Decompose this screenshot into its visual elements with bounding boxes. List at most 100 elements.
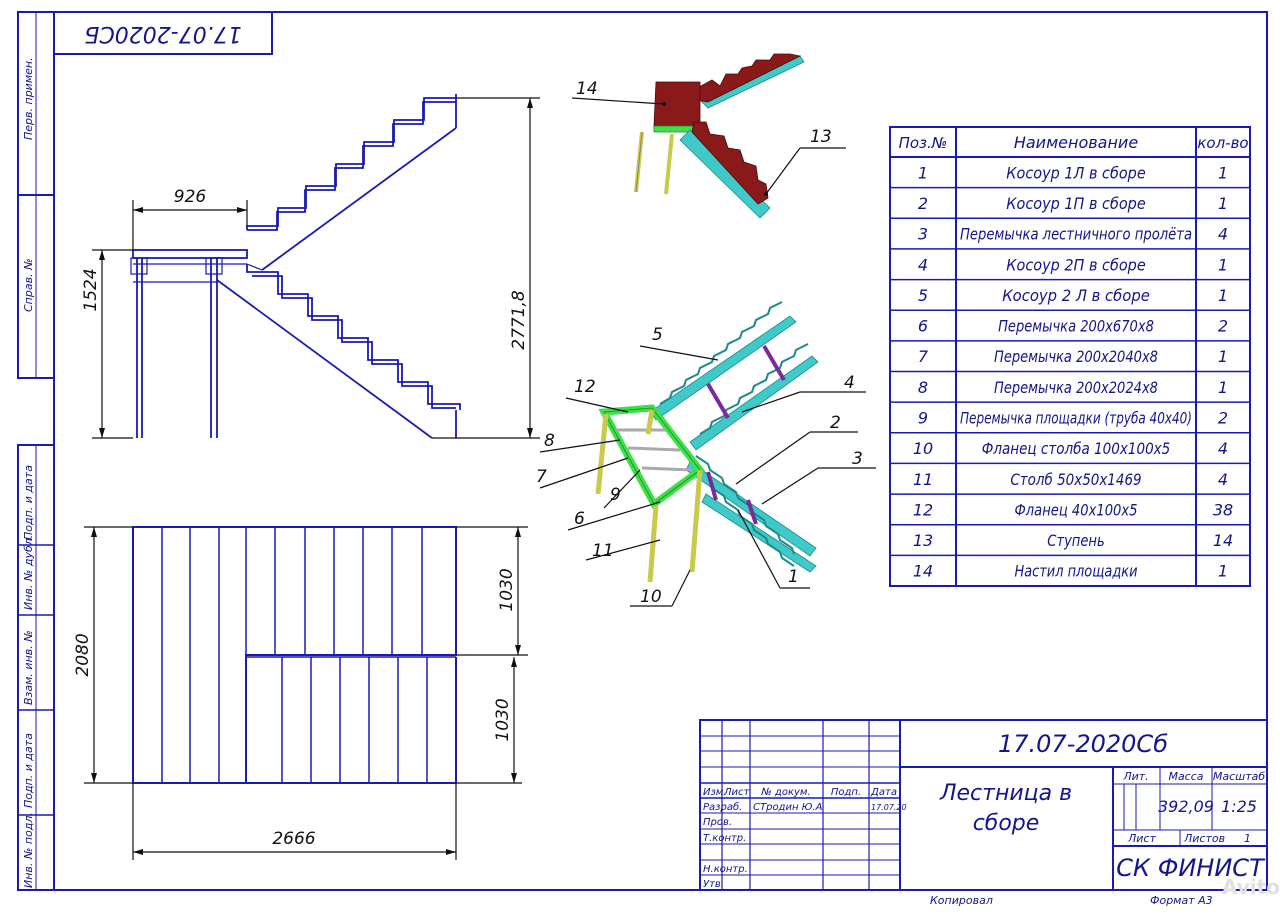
table-cell-qty: 1 [1218,163,1228,182]
callout-9: 9 [610,485,621,505]
tb-col-doc: № докум. [760,787,810,798]
table-cell-pos: 8 [918,378,928,397]
table-cell-pos: 13 [913,531,933,550]
tb-developer-name: СТродин Ю.А [753,802,823,813]
dim-plan-depth: 2080 [73,633,93,676]
table-cell-pos: 4 [918,255,928,274]
table-cell-name: Фланец столба 100х100х5 [982,439,1171,458]
dim-total-height: 2771,8 [509,290,529,350]
table-cell-pos: 9 [918,408,928,427]
table-cell-pos: 1 [918,163,928,182]
callout-13: 13 [810,127,832,147]
table-cell-name: Фланец 40х100х5 [1015,500,1138,519]
organization-name: СК ФИНИСТ [1116,854,1266,882]
margin-label: Взам. инв. № [22,630,35,705]
table-header-pos: Поз.№ [899,134,948,152]
table-cell-qty: 14 [1213,531,1233,550]
table-cell-name: Косоур 2П в сборе [1006,255,1146,274]
tb-role-check: Пров. [703,817,732,828]
plan-dimensions: 2080 1030 1030 2666 [73,526,528,860]
callout-12: 12 [574,377,596,397]
callout-5: 5 [652,325,663,345]
table-cell-qty: 4 [1218,470,1228,489]
dim-plan-length: 2666 [272,829,315,849]
avito-watermark: Avito [1222,875,1280,899]
tb-scale-label: Масштаб [1213,770,1265,783]
callout-14: 14 [576,79,598,99]
tb-role-tcontrol: Т.контр. [703,833,746,844]
isometric-view-top: 14 13 [571,53,846,219]
table-cell-qty: 38 [1213,500,1233,519]
drawing-title-line1: Лестница в [939,781,1072,806]
tb-sheets-label: Листов [1183,832,1225,845]
table-cell-qty: 1 [1218,286,1228,305]
tb-col-list: Лист [723,787,751,798]
callout-4: 4 [844,373,855,393]
table-cell-qty: 1 [1218,347,1228,366]
table-cell-qty: 1 [1218,255,1228,274]
tb-lit-label: Лит. [1122,770,1148,783]
table-cell-name: Настил площадки [1015,562,1138,581]
margin-label: Подп. и дата [22,465,35,540]
table-cell-pos: 7 [918,347,929,366]
callout-3: 3 [852,449,863,469]
footer-format: Формат А3 [1150,894,1213,907]
table-cell-name: Перемычка 200х670х8 [998,317,1154,336]
callout-6: 6 [574,509,585,529]
callout-10: 10 [640,587,662,607]
side-dimensions: 926 1524 2771,8 [81,97,540,439]
table-cell-qty: 2 [1218,317,1228,336]
tb-date-value: 17.07.20 [871,803,907,812]
table-cell-pos: 6 [918,317,928,336]
tb-scale-value: 1:25 [1221,797,1257,816]
tb-sheets-value: 1 [1244,832,1251,845]
table-cell-name: Столб 50х50х1469 [1010,470,1141,489]
table-cell-qty: 4 [1218,439,1228,458]
callout-2: 2 [830,413,841,433]
margin-label: Перв. примен. [22,57,35,140]
tb-col-sign: Подп. [831,787,861,798]
table-cell-name: Косоур 2 Л в сборе [1002,286,1150,305]
tb-col-izm: Изм. [703,787,727,798]
svg-text:17.07-2020СБ: 17.07-2020СБ [84,21,241,46]
tb-mass-value: 392,09 [1158,797,1214,816]
margin-label: Инв. № подл. [22,812,35,888]
margin-label: Подп. и дата [22,733,35,808]
doc-code-stamp: 17.07-2020СБ [53,11,273,55]
tb-role-developer: Разраб. [703,801,742,813]
table-cell-pos: 5 [918,286,928,305]
table-cell-qty: 4 [1218,225,1228,244]
footer-copied: Копировал [930,894,993,907]
margin-label: Справ. № [22,258,35,312]
table-cell-name: Перемычка 200х2040х8 [994,347,1158,366]
table-cell-pos: 2 [918,194,928,213]
margin-label: Инв. № дубл. [22,535,35,610]
table-cell-qty: 1 [1218,378,1228,397]
table-cell-pos: 3 [918,225,928,244]
table-cell-qty: 1 [1218,194,1228,213]
table-cell-qty: 2 [1218,408,1228,427]
table-cell-pos: 12 [913,500,933,519]
table-header-name: Наименование [1014,133,1138,152]
tb-col-date: Дата [870,787,897,798]
table-cell-name: Косоур 1Л в сборе [1006,163,1146,182]
side-elevation-view [130,94,461,439]
table-cell-name: Косоур 1П в сборе [1006,194,1146,213]
drawing-title-line2: сборе [973,811,1040,836]
table-cell-name: Перемычка 200х2024х8 [994,378,1158,397]
dim-upper-run: 1030 [497,568,517,611]
table-cell-qty: 1 [1218,562,1228,581]
table-cell-name: Перемычка лестничного пролёта [960,225,1192,244]
callout-8: 8 [544,431,555,451]
doc-code: 17.07-2020Сб [998,730,1168,758]
table-header-qty: кол-во [1197,134,1248,152]
dim-landing-width: 926 [174,187,207,207]
parts-table: Поз.№ Наименование кол-во 1 Косоур 1Л в с… [889,126,1251,587]
callout-7: 7 [536,467,547,487]
callout-1: 1 [788,567,799,587]
table-cell-name: Перемычка площадки (труба 40х40) [960,408,1192,427]
tb-mass-label: Масса [1168,770,1203,783]
dim-lower-run: 1030 [493,698,513,741]
plan-view [132,526,457,784]
